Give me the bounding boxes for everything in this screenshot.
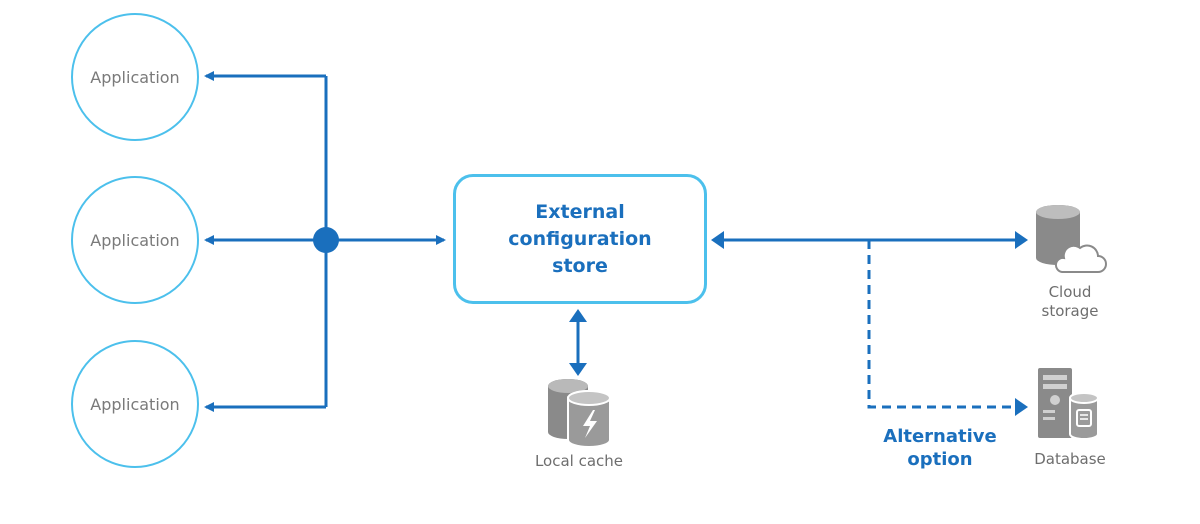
alternative-label-line-1: Alternative xyxy=(883,426,997,447)
alternative-option-label: Alternative option xyxy=(866,425,1014,471)
cloud-storage-label-line-2: storage xyxy=(1041,302,1099,320)
database-label: Database xyxy=(1034,450,1106,468)
application-node-1: Application xyxy=(71,13,199,141)
arrowhead-right-database xyxy=(1015,398,1028,416)
application-label-1: Application xyxy=(90,67,180,87)
external-configuration-store: External configuration store xyxy=(453,174,707,304)
local-cache-icon xyxy=(548,379,611,448)
application-label-3: Application xyxy=(90,394,180,414)
application-node-3: Application xyxy=(71,340,199,468)
store-label: External configuration store xyxy=(485,199,675,280)
cloud-storage-label: Cloud storage xyxy=(1020,283,1120,321)
cloud-storage-label-line-1: Cloud xyxy=(1048,283,1092,301)
arrowhead-up-store xyxy=(569,309,587,322)
store-label-line-1: External xyxy=(535,200,625,223)
local-cache-label: Local cache xyxy=(534,452,624,470)
arrowhead-right-cloud xyxy=(1015,231,1028,249)
dashed-alternative-path xyxy=(867,240,1018,409)
application-label-2: Application xyxy=(90,230,180,250)
application-node-2: Application xyxy=(71,176,199,304)
store-label-line-3: store xyxy=(552,254,608,277)
alternative-label-line-2: option xyxy=(907,449,973,470)
store-label-line-2: configuration xyxy=(508,227,652,250)
cloud-storage-icon xyxy=(1036,205,1107,273)
database-server-icon xyxy=(1038,368,1099,440)
arrowhead-left-store xyxy=(711,231,724,249)
arrowhead-down-cache xyxy=(569,363,587,376)
